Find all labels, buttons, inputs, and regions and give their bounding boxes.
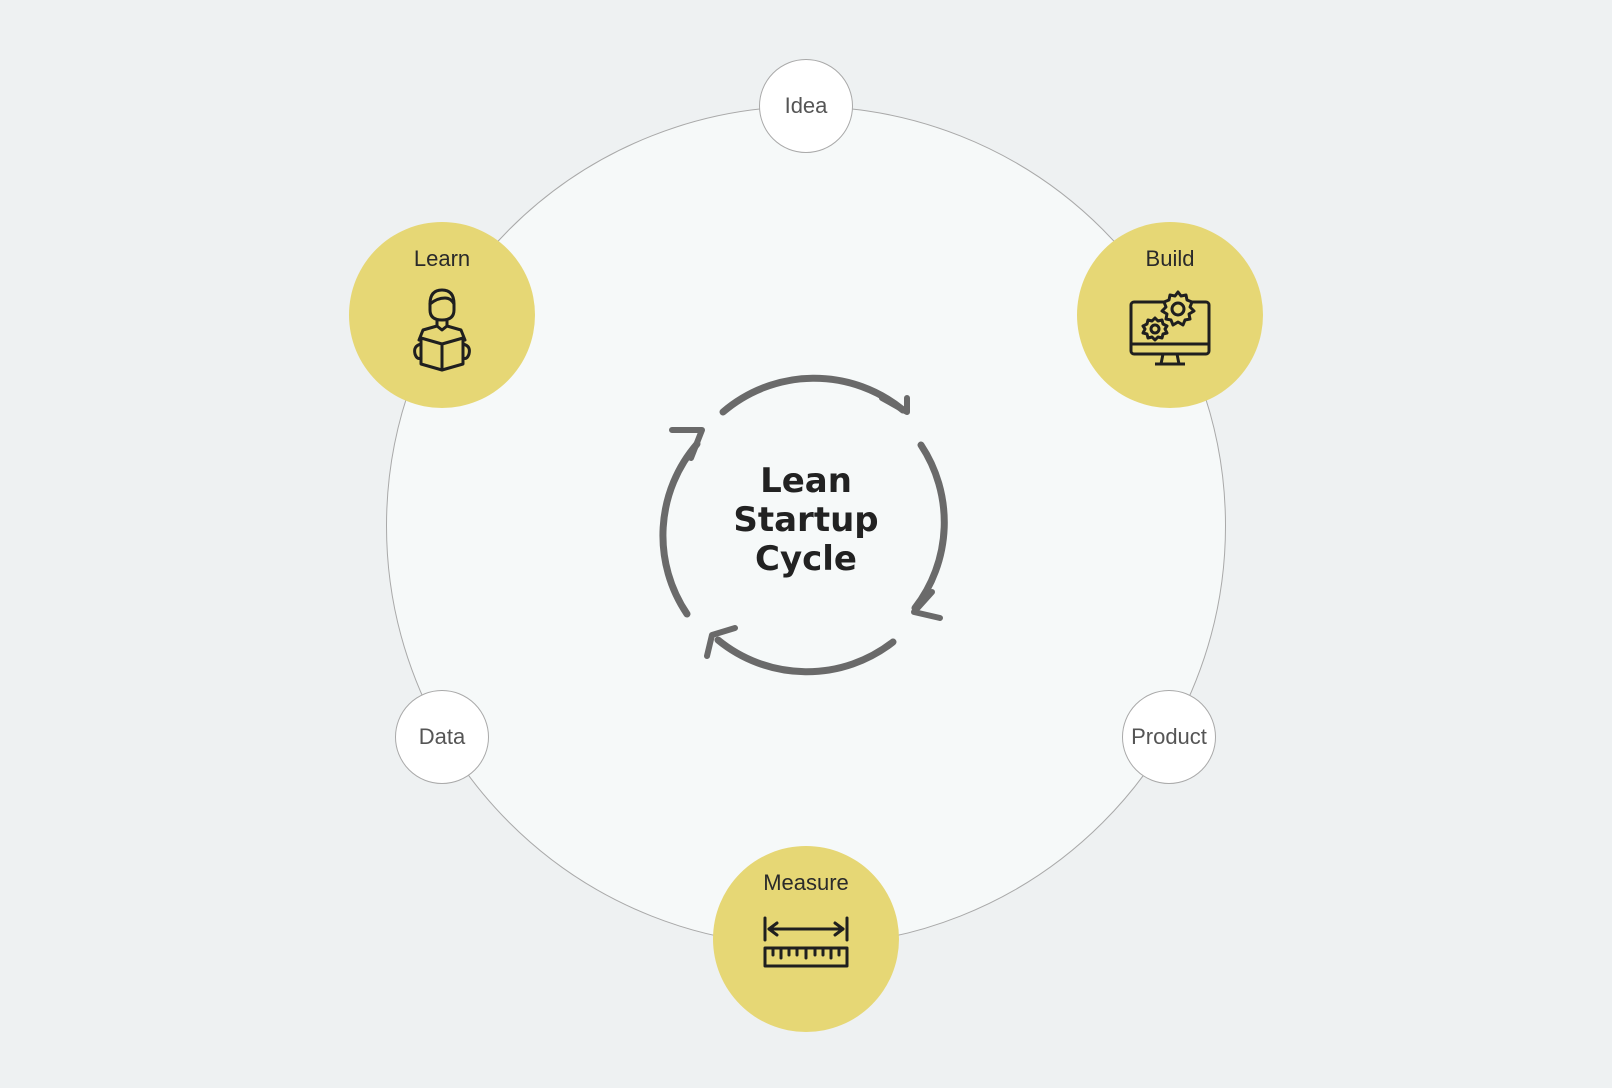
arrowhead-top [879, 395, 910, 415]
arrow-top [719, 374, 907, 416]
arrow-bottom [714, 636, 897, 676]
arrow-right [911, 441, 948, 612]
learn-node: Learn [349, 222, 535, 408]
center-title: Lean Startup Cycle [706, 462, 906, 579]
measure-node: Measure [713, 846, 899, 1032]
center-title-line-2: Startup [733, 500, 879, 540]
computer-gears-icon [1129, 290, 1211, 366]
ruler-measure-icon [763, 916, 849, 968]
cycle-ring [386, 106, 1226, 946]
person-reading-book-icon [413, 288, 471, 372]
center-title-line-3: Cycle [755, 539, 857, 579]
arrow-left [659, 440, 701, 618]
build-label: Build [1145, 246, 1195, 271]
data-node: Data [395, 690, 489, 784]
idea-node: Idea [759, 59, 853, 153]
data-label: Data [418, 724, 466, 749]
arrowhead-right [911, 589, 943, 621]
product-node: Product [1122, 690, 1216, 784]
measure-label: Measure [763, 870, 849, 895]
idea-label: Idea [784, 93, 828, 118]
arrowhead-left [669, 427, 705, 461]
center-title-line-1: Lean [760, 461, 852, 501]
arrowhead-bottom [704, 625, 738, 659]
build-node: Build [1077, 222, 1263, 408]
learn-label: Learn [413, 246, 471, 271]
product-label: Product [1131, 724, 1207, 749]
